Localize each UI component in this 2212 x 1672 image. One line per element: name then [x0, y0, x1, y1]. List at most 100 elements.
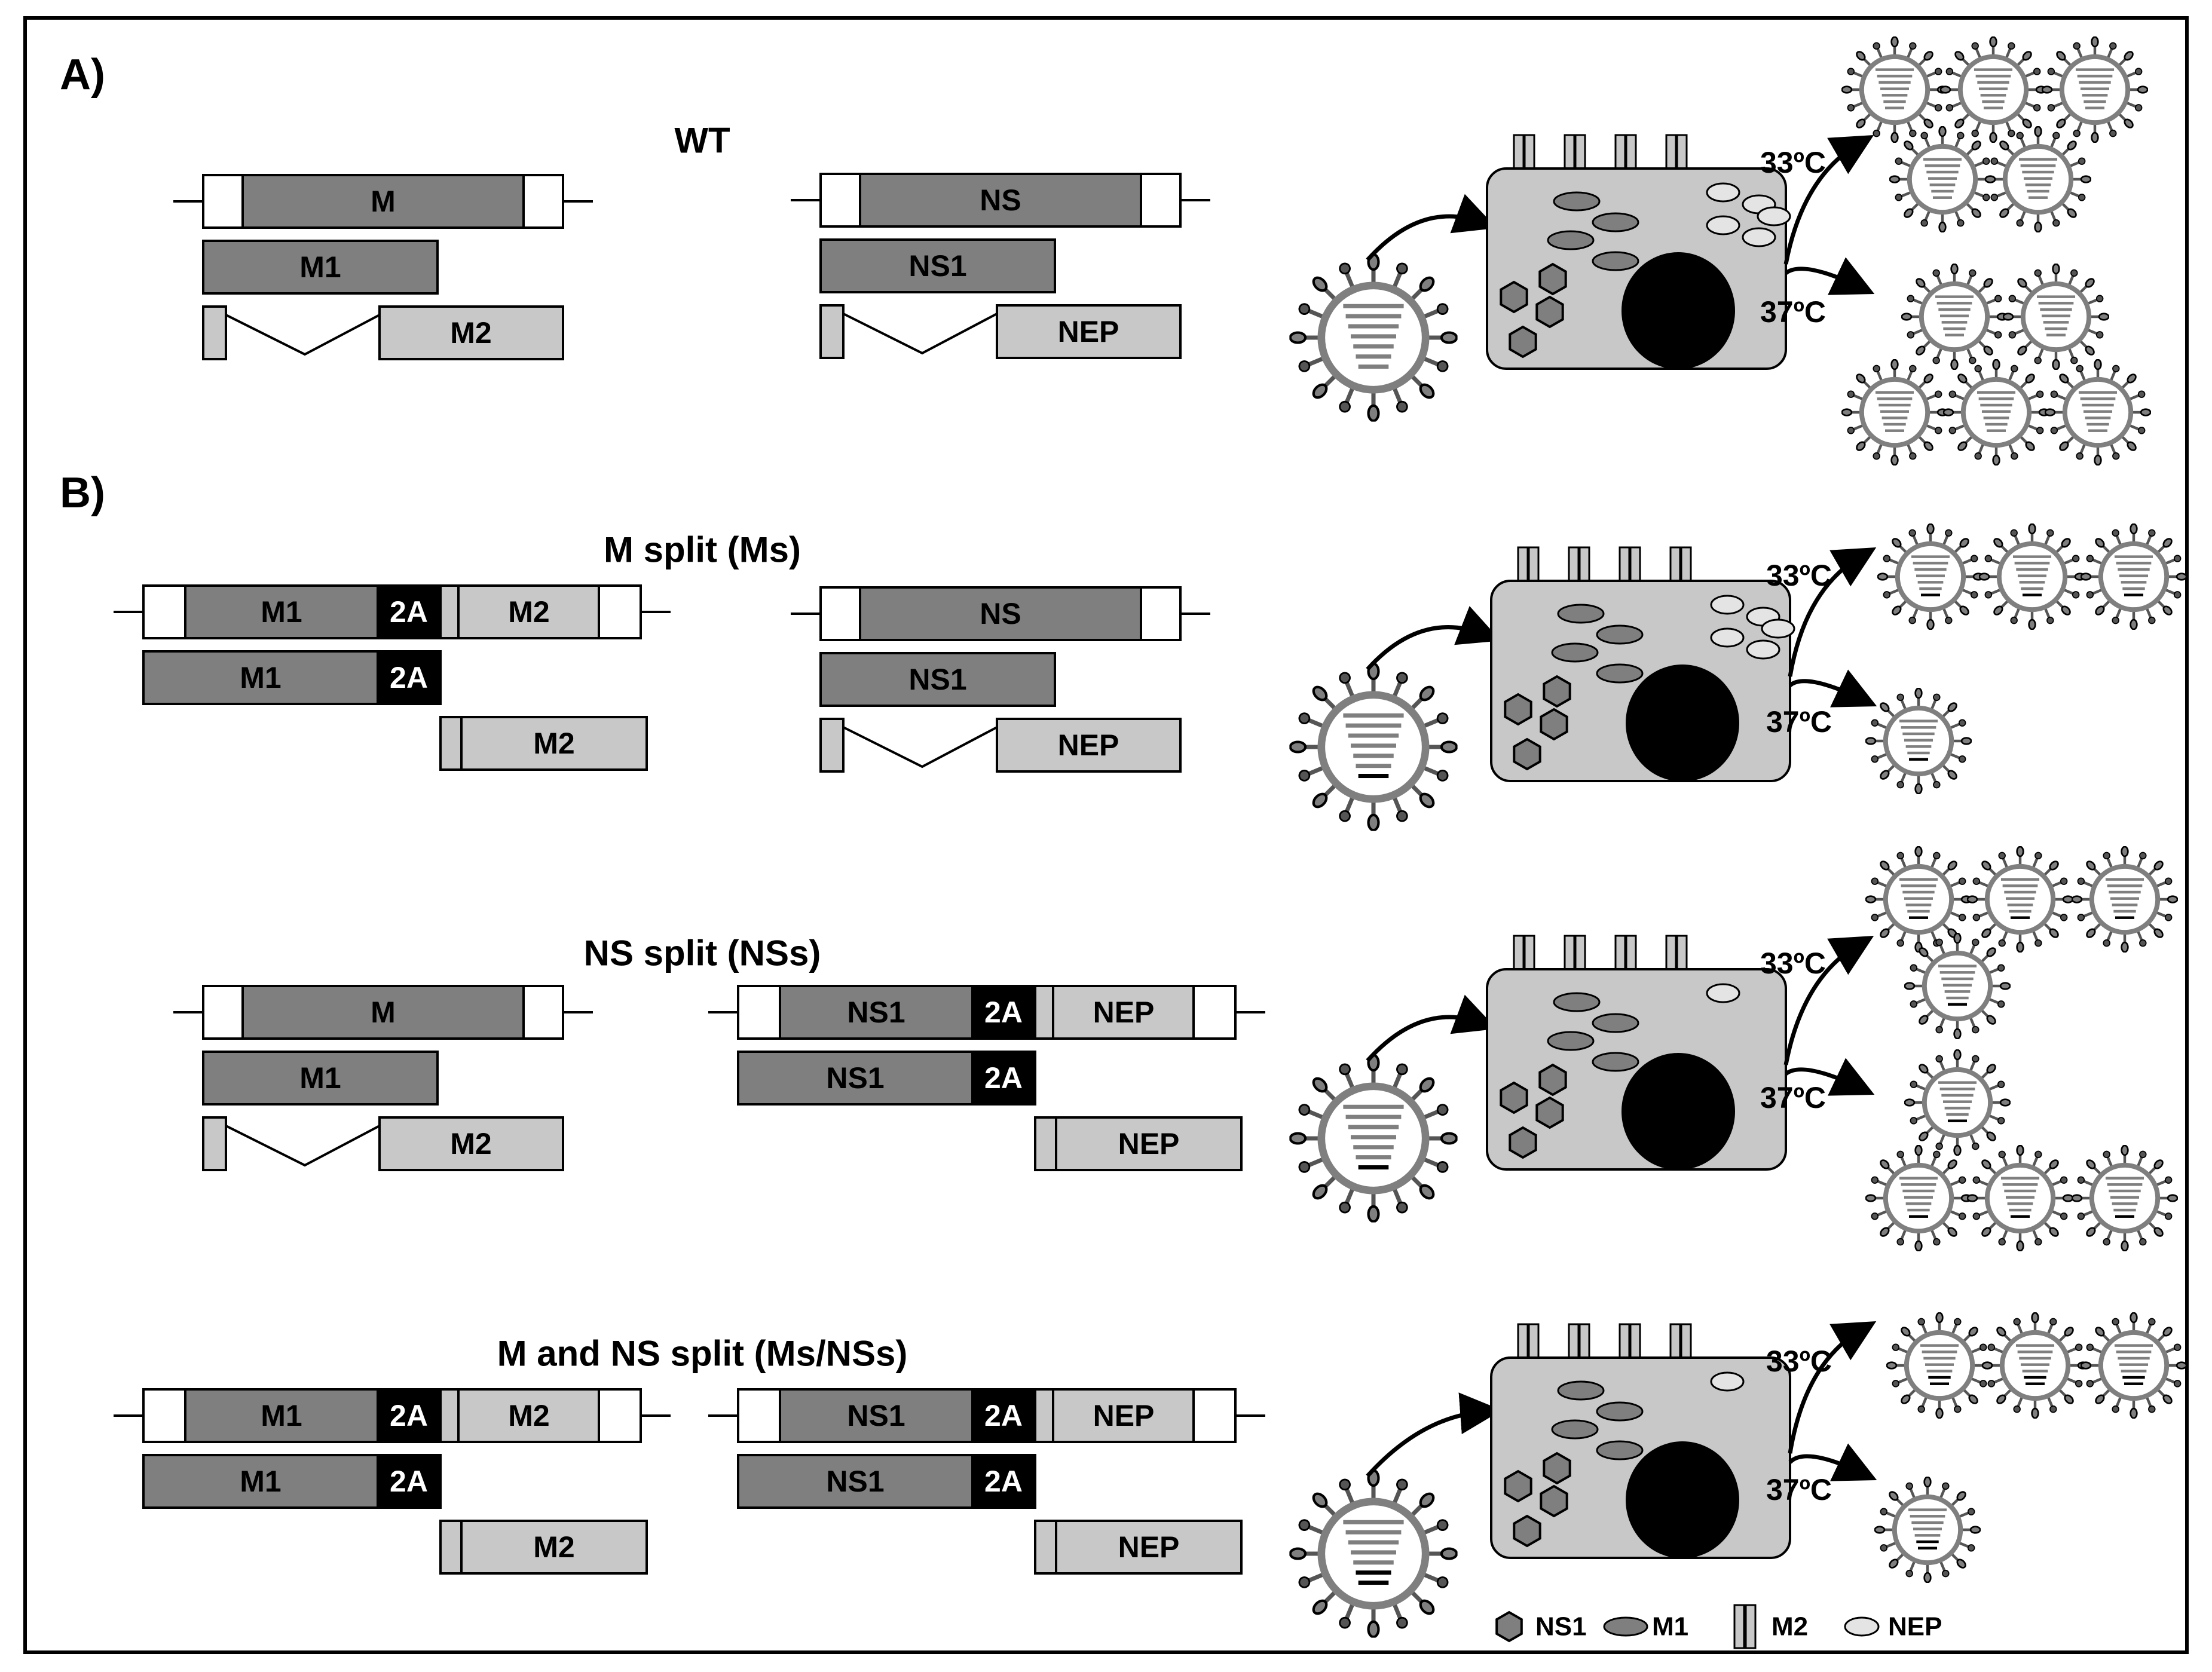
- panel0-m-gene-utr-left: [202, 174, 244, 229]
- panel1-temp-37: 37ºC: [1766, 705, 1832, 739]
- panel2-ns-gene-product1: [737, 1051, 974, 1106]
- panel0-ns-gene-intron: [843, 313, 998, 355]
- panel0-progeny-37-4: [2045, 360, 2150, 465]
- panel1-progeny-33-1: [1980, 524, 2085, 629]
- panel1-ns-gene-product2: [996, 718, 1182, 773]
- panel1-progeny-33-0: [1878, 524, 1983, 629]
- panel2-ns-gene-utr-left: [737, 985, 781, 1040]
- panel1-input-virion: [1290, 664, 1457, 830]
- panel0-arrow-37: [1784, 257, 1875, 295]
- panel3-ns-gene-product2-linker: [1034, 1520, 1057, 1575]
- panel-title-3: M and NS split (Ms/NSs): [497, 1334, 908, 1374]
- panel3-ns-gene-seg2-label: 2A: [984, 1399, 1023, 1432]
- panel0-infect-arrow: [1366, 194, 1497, 262]
- panel2-m-gene-product1-label: M1: [299, 1061, 341, 1095]
- panel1-cell: [1490, 546, 1795, 782]
- panel1-ns-gene-exon1: [819, 718, 845, 773]
- panel2-ns-gene-product2-label: NEP: [1118, 1127, 1180, 1160]
- panel3-m-gene-seg2-label: 2A: [390, 1399, 428, 1432]
- panel2-progeny-33-0: [1866, 847, 1971, 952]
- panel1-ns-gene-utr-right: [1140, 586, 1182, 641]
- panel1-m-gene-utr-left: [142, 584, 186, 639]
- panel0-m-gene-orf: [241, 174, 525, 229]
- panel3-ns-gene-product2: [1055, 1520, 1243, 1575]
- panel1-ns-gene-utr-left: [819, 586, 861, 641]
- panel2-temp-33: 33ºC: [1760, 947, 1826, 980]
- panel0-m-gene-utr-right: [522, 174, 564, 229]
- legend-m2-swatch: [1733, 1604, 1745, 1649]
- panel3-ns-gene-product2-label: NEP: [1118, 1530, 1180, 1564]
- panel1-m-gene-utr-right: [598, 584, 642, 639]
- panel2-m-gene-intron: [225, 1125, 380, 1167]
- panel2-m-gene-utr-right: [522, 985, 564, 1040]
- panel2-m-gene-product2-label: M2: [450, 1127, 491, 1160]
- panel2-temp-37: 37ºC: [1760, 1081, 1826, 1114]
- panel0-progeny-33-2: [2042, 37, 2147, 142]
- panel3-progeny-33-1: [1982, 1313, 2088, 1418]
- panel3-progeny-33-0: [1887, 1313, 1992, 1418]
- panel0-progeny-33-4: [1985, 127, 2091, 232]
- panel1-m-gene-product1: [142, 650, 379, 705]
- panel1-progeny-33-2: [2081, 524, 2186, 629]
- panel1-m-gene-product2-linker: [439, 716, 463, 771]
- panel0-m-gene-intron: [225, 314, 380, 356]
- panel1-progeny-37-0: [1866, 688, 1971, 794]
- panel3-m-gene-seg3-label: M2: [508, 1399, 549, 1432]
- panel3-ns-gene-product1-label: NS1: [826, 1465, 884, 1498]
- panel2-m-gene-product2: [378, 1116, 564, 1171]
- panel-title-2: NS split (NSs): [584, 933, 821, 973]
- panel3-ns-gene-seg1: [779, 1388, 974, 1443]
- panel3-m-gene-seg2: [377, 1388, 442, 1443]
- panel2-infect-arrow: [1366, 994, 1497, 1062]
- panel0-m-gene-product2: [378, 305, 564, 360]
- panel3-ns-gene-product1-tag-label: 2A: [984, 1465, 1023, 1498]
- panel0-ns-gene-utr-right: [1140, 173, 1182, 228]
- panel0-ns-gene-orf: [859, 173, 1142, 228]
- panel1-m-gene-seg3: [457, 584, 600, 639]
- panel2-arrow-33: [1783, 935, 1874, 1065]
- panel3-infect-arrow: [1366, 1392, 1502, 1478]
- panel1-ns-gene-product1-label: NS1: [908, 663, 966, 696]
- legend-m2-swatch-b: [1745, 1604, 1757, 1649]
- panel2-progeny-37-3: [2072, 1146, 2177, 1251]
- panel3-arrow-37: [1788, 1443, 1877, 1481]
- panel3-ns-gene-product1: [737, 1454, 974, 1509]
- panel2-ns-gene-seg2-label: 2A: [984, 996, 1023, 1029]
- panel3-m-gene-utr-right: [598, 1388, 642, 1443]
- panel2-m-gene-label: M: [371, 996, 396, 1029]
- panel1-m-gene-seg2: [377, 584, 442, 639]
- panel2-progeny-37-0: [1905, 1050, 2010, 1155]
- panel0-progeny-33-0: [1842, 37, 1947, 142]
- panel3-ns-gene-seg3-label: NEP: [1093, 1399, 1155, 1432]
- panel-label-1: B): [60, 469, 105, 517]
- panel0-ns-gene-product2-label: NEP: [1058, 315, 1119, 348]
- panel2-ns-gene-product2: [1055, 1116, 1243, 1171]
- legend-label-ns1: NS1: [1535, 1612, 1587, 1642]
- panel1-m-gene-product1-tag-label: 2A: [390, 661, 428, 694]
- panel1-arrow-33: [1788, 547, 1877, 677]
- panel2-ns-gene-utr-right: [1192, 985, 1237, 1040]
- panel3-m-gene-product1: [142, 1454, 379, 1509]
- panel0-m-gene-product2-label: M2: [450, 316, 491, 350]
- panel0-m-gene-product1-label: M1: [299, 250, 341, 284]
- panel2-progeny-37-2: [1968, 1146, 2073, 1251]
- panel0-progeny-37-2: [1842, 360, 1947, 465]
- panel3-ns-gene-seg1-label: NS1: [847, 1399, 905, 1432]
- panel3-ns-gene-utr-left: [737, 1388, 781, 1443]
- panel3-m-gene-seg1-label: M1: [261, 1399, 302, 1432]
- panel3-m-gene-linker: [439, 1388, 460, 1443]
- panel0-ns-gene-label: NS: [980, 183, 1021, 217]
- panel1-infect-arrow: [1366, 606, 1501, 671]
- panel3-temp-37: 37ºC: [1766, 1473, 1832, 1506]
- panel1-ns-gene-product1: [819, 652, 1056, 707]
- panel0-temp-33: 33ºC: [1760, 146, 1826, 179]
- panel2-m-gene-exon1: [202, 1116, 227, 1171]
- panel1-m-gene-product2-label: M2: [533, 727, 574, 760]
- panel0-m-gene-exon1: [202, 305, 227, 360]
- panel0-progeny-33-1: [1941, 37, 2046, 142]
- panel2-progeny-33-3: [1905, 933, 2010, 1039]
- panel2-m-gene-orf: [241, 985, 525, 1040]
- panel0-ns-gene-product1: [819, 238, 1056, 293]
- panel2-cell: [1486, 935, 1787, 1171]
